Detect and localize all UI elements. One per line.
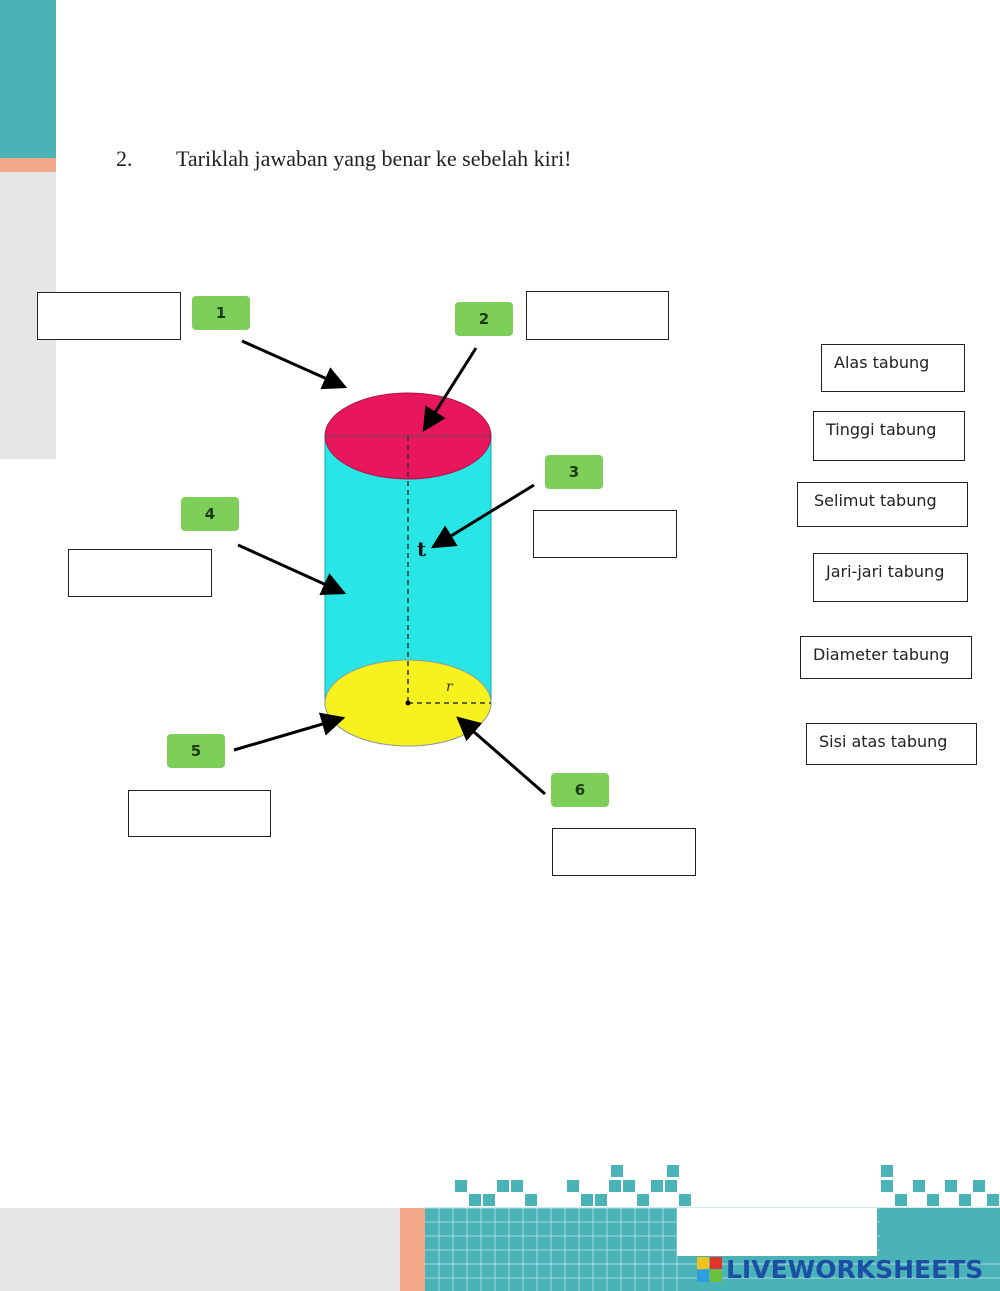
radius-label: r xyxy=(446,679,454,695)
answer-box-5[interactable] xyxy=(128,790,271,837)
option-sisi-atas-tabung[interactable]: Sisi atas tabung xyxy=(806,723,977,765)
liveworksheets-logo-icon xyxy=(697,1257,722,1282)
answer-box-1[interactable] xyxy=(37,292,181,340)
accent-bar-teal xyxy=(0,0,56,158)
badge-2: 2 xyxy=(455,302,513,336)
arrow-1 xyxy=(241,339,348,390)
arrow-2 xyxy=(422,347,478,433)
badge-5: 5 xyxy=(167,734,225,768)
footer-pixel-pattern xyxy=(425,1165,1000,1291)
arrow-4 xyxy=(237,543,347,596)
badge-6: 6 xyxy=(551,773,609,807)
arrow-5 xyxy=(233,712,346,752)
option-alas-tabung[interactable]: Alas tabung xyxy=(821,344,965,392)
option-selimut-tabung[interactable]: Selimut tabung xyxy=(797,482,968,527)
accent-bar-orange xyxy=(0,158,56,172)
arrow-6 xyxy=(456,716,546,796)
option-diameter-tabung[interactable]: Diameter tabung xyxy=(800,636,972,679)
question-number: 2. xyxy=(116,146,133,171)
cylinder-diagram: t r xyxy=(233,339,546,796)
option-tinggi-tabung[interactable]: Tinggi tabung xyxy=(813,411,965,461)
footer-orange-band xyxy=(400,1208,425,1291)
question-text: Tariklah jawaban yang benar ke sebelah k… xyxy=(176,146,572,171)
answer-box-2[interactable] xyxy=(526,291,669,340)
question-line: 2. Tariklah jawaban yang benar ke sebelah… xyxy=(116,146,572,172)
height-label: t xyxy=(417,537,427,561)
answer-box-6[interactable] xyxy=(552,828,696,876)
brand-name: LIVEWORKSHEETS xyxy=(726,1255,984,1284)
badge-4: 4 xyxy=(181,497,239,531)
footer-gray-band xyxy=(0,1208,400,1291)
option-jari-jari-tabung[interactable]: Jari-jari tabung xyxy=(813,553,968,602)
badge-3: 3 xyxy=(545,455,603,489)
answer-box-4[interactable] xyxy=(68,549,212,597)
badge-1: 1 xyxy=(192,296,250,330)
arrow-3 xyxy=(430,483,535,549)
answer-box-3[interactable] xyxy=(533,510,677,558)
